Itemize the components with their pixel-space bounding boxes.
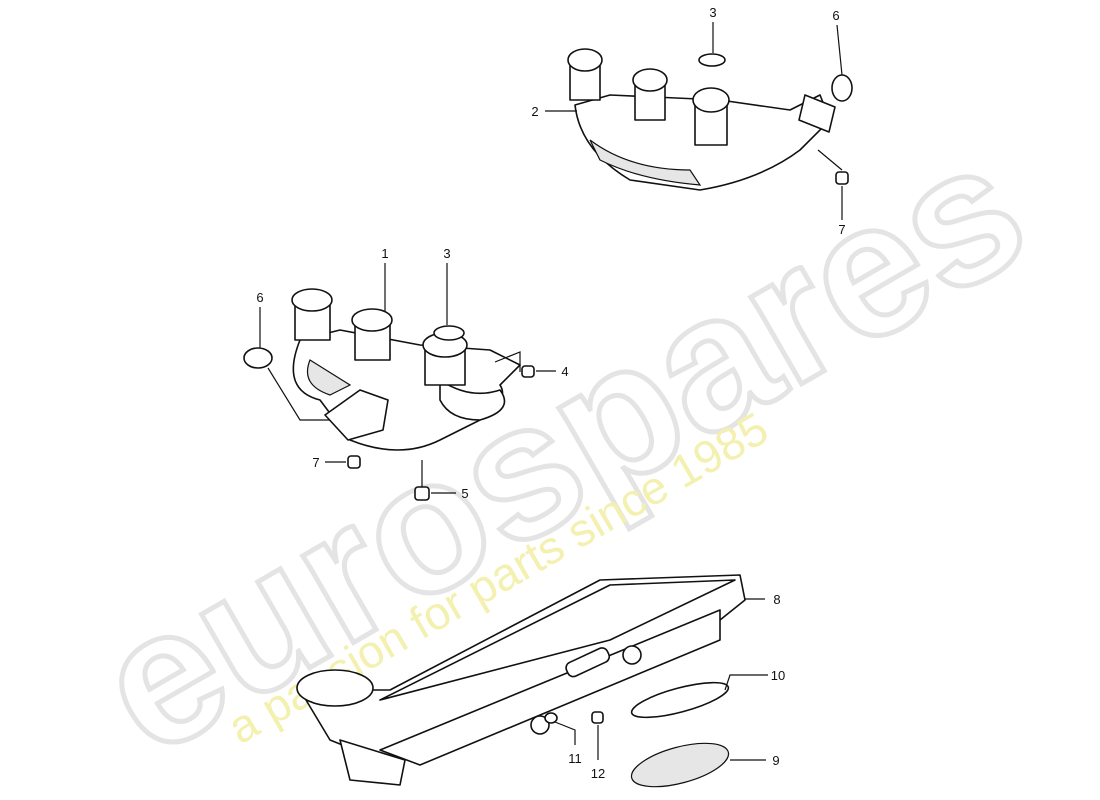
callout-6-upper: 6 bbox=[832, 8, 839, 23]
callout-4: 4 bbox=[561, 364, 568, 379]
lower-exhaust-manifold bbox=[243, 288, 535, 501]
leader-lines bbox=[259, 22, 843, 761]
callout-7-upper: 7 bbox=[838, 222, 845, 237]
callout-1: 1 bbox=[381, 246, 388, 261]
callout-6-lower: 6 bbox=[256, 290, 263, 305]
callout-12: 12 bbox=[591, 766, 605, 781]
callout-11: 11 bbox=[568, 751, 582, 766]
callout-3-upper: 3 bbox=[709, 5, 716, 20]
heat-exchanger-duct bbox=[296, 574, 746, 788]
upper-exhaust-manifold bbox=[567, 48, 853, 191]
callout-5: 5 bbox=[461, 486, 468, 501]
callout-10: 10 bbox=[771, 668, 785, 683]
callout-7-lower: 7 bbox=[312, 455, 319, 470]
callout-8: 8 bbox=[773, 592, 780, 607]
callout-3-lower: 3 bbox=[443, 246, 450, 261]
callout-9: 9 bbox=[772, 753, 779, 768]
callout-2: 2 bbox=[531, 104, 538, 119]
callout-labels: 1 2 3 3 4 5 6 6 7 7 8 9 10 11 12 bbox=[256, 5, 845, 781]
